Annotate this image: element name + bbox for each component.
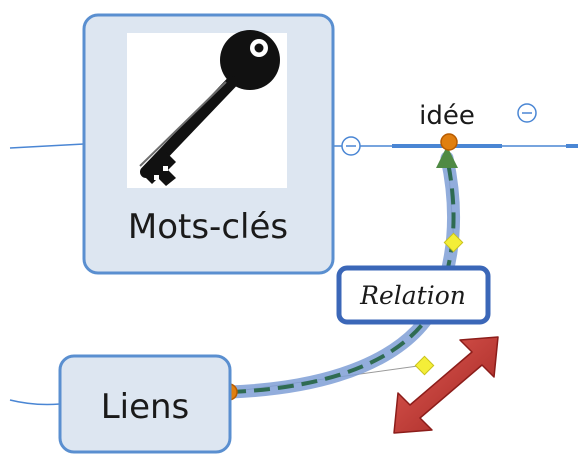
- topic-keywords-label: Mots-clés: [128, 207, 288, 247]
- relation-label-box[interactable]: Relation: [336, 265, 491, 325]
- collapse-minus-icon[interactable]: [341, 136, 361, 156]
- branch-line-links: [9, 399, 61, 406]
- relation-endpoint-idea[interactable]: [440, 133, 458, 151]
- topic-links[interactable]: Liens: [58, 354, 232, 454]
- topic-links-label: Liens: [101, 387, 190, 427]
- topic-keywords[interactable]: Mots-clés: [82, 13, 335, 275]
- topic-links-box[interactable]: [58, 354, 232, 454]
- branch-line-right-end: [566, 144, 578, 148]
- key-icon: [139, 30, 280, 186]
- relation-control-handle-upper[interactable]: [443, 232, 464, 253]
- collapse-minus-icon-right[interactable]: [517, 103, 537, 123]
- branch-line-keywords: [9, 143, 85, 149]
- topic-idea-label[interactable]: idée: [419, 101, 475, 131]
- relation-control-handle-lower[interactable]: [414, 355, 435, 376]
- relation-line[interactable]: [229, 157, 456, 394]
- diagonal-resize-arrow-icon[interactable]: [393, 336, 499, 434]
- relation-arrowhead: [436, 146, 458, 168]
- relation-label: Relation: [359, 281, 466, 310]
